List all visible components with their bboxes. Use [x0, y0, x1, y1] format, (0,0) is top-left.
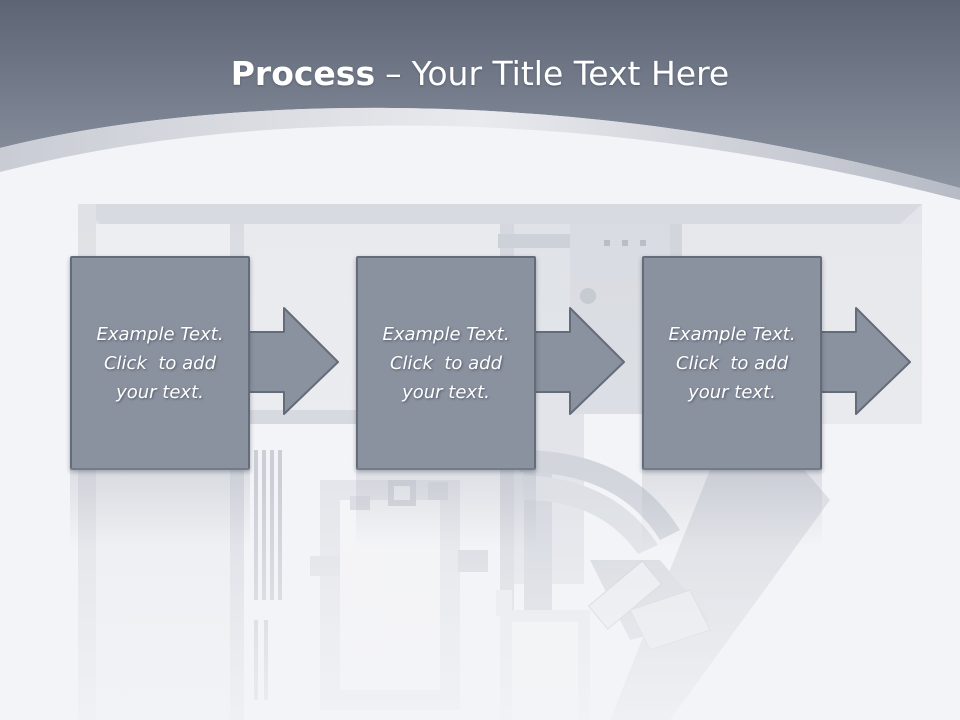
slide-title[interactable]: Process–Your Title Text Here [0, 52, 960, 96]
title-separator: – [385, 54, 402, 93]
step-text-line-1: Example Text. [382, 323, 510, 345]
step-text-line-2: Click to add [389, 352, 502, 374]
step-text-line-1: Example Text. [668, 323, 796, 345]
process-step-3[interactable]: Example Text. Click to add your text. [642, 256, 942, 472]
step-text-line-2: Click to add [103, 352, 216, 374]
step-text-line-3: your text. [116, 381, 204, 403]
step-text-line-3: your text. [402, 381, 490, 403]
process-step-2[interactable]: Example Text. Click to add your text. [356, 256, 716, 472]
step-text-line-3: your text. [688, 381, 776, 403]
step-2-reflection [356, 468, 536, 548]
title-bold: Process [230, 54, 376, 93]
step-3-reflection [642, 468, 822, 548]
process-step-1[interactable]: Example Text. Click to add your text. [70, 256, 430, 472]
step-text-box[interactable]: Example Text. Click to add your text. [356, 256, 536, 470]
step-text-box[interactable]: Example Text. Click to add your text. [642, 256, 822, 470]
step-text-line-2: Click to add [675, 352, 788, 374]
step-text-box[interactable]: Example Text. Click to add your text. [70, 256, 250, 470]
header-band [0, 0, 960, 200]
step-1-reflection [70, 468, 250, 548]
step-text-line-1: Example Text. [96, 323, 224, 345]
title-rest: Your Title Text Here [411, 54, 730, 93]
